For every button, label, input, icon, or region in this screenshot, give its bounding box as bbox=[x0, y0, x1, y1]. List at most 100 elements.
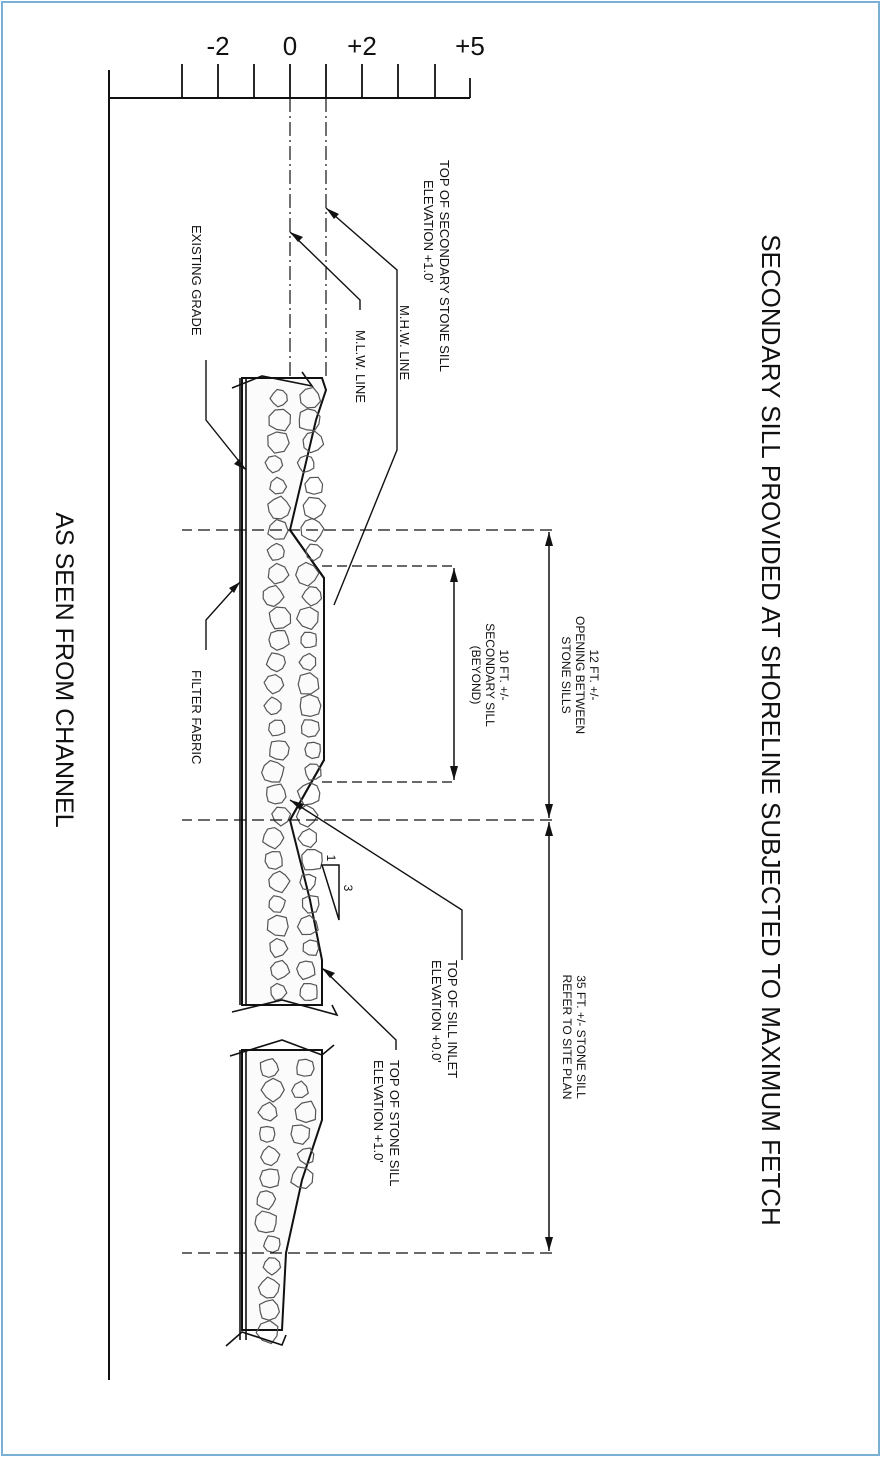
leader-arrow bbox=[326, 208, 339, 219]
leader-line bbox=[289, 231, 361, 310]
stone bbox=[291, 1080, 309, 1099]
stone bbox=[257, 1101, 278, 1122]
tick-label: +5 bbox=[455, 31, 485, 61]
stone bbox=[268, 408, 292, 432]
stone bbox=[258, 1299, 281, 1321]
stone bbox=[268, 719, 286, 737]
stone bbox=[300, 517, 325, 543]
stone bbox=[257, 1276, 281, 1299]
label-existing-grade: EXISTING GRADE bbox=[189, 225, 247, 471]
stone bbox=[263, 673, 285, 695]
label-text: ELEVATION +1.0' bbox=[421, 180, 436, 283]
dim-text: SECONDARY SILL bbox=[483, 623, 497, 727]
slope-h-label: 1 bbox=[324, 855, 338, 862]
tick-label: +2 bbox=[347, 31, 377, 61]
label-text: ELEVATION +0.0' bbox=[429, 960, 444, 1063]
label-secondary-sill-top: TOP OF SECONDARY STONE SILL ELEVATION +1… bbox=[325, 160, 452, 606]
leader-arrow bbox=[229, 582, 240, 593]
stone-sill-right bbox=[241, 1049, 323, 1331]
subtitle: AS SEEN FROM CHANNEL bbox=[50, 512, 78, 827]
stone bbox=[299, 693, 322, 718]
stone bbox=[269, 937, 289, 959]
tick-label: 0 bbox=[283, 31, 297, 61]
label-text: TOP OF STONE SILL bbox=[387, 1060, 402, 1186]
stone bbox=[296, 960, 316, 981]
stone bbox=[296, 1147, 315, 1165]
stone bbox=[262, 826, 285, 850]
stone bbox=[290, 1166, 314, 1190]
stone bbox=[305, 543, 324, 562]
stone bbox=[258, 1125, 276, 1143]
stone bbox=[265, 652, 287, 673]
stone bbox=[254, 1210, 278, 1234]
stone bbox=[267, 562, 290, 585]
break-mark bbox=[229, 1039, 335, 1057]
label-text: EXISTING GRADE bbox=[189, 225, 204, 336]
label-text: TOP OF SECONDARY STONE SILL bbox=[437, 160, 452, 372]
stone bbox=[267, 431, 290, 454]
stone bbox=[295, 561, 320, 587]
dim-text: 12 FT. +/- bbox=[587, 649, 601, 700]
label-text: FILTER FABRIC bbox=[189, 670, 204, 764]
stone bbox=[298, 408, 321, 432]
dimension-opening: 12 FT. +/- OPENING BETWEEN STONE SILLS bbox=[545, 532, 601, 818]
stone bbox=[304, 476, 324, 495]
stone bbox=[262, 584, 285, 608]
label-mhw: M.H.W. LINE bbox=[289, 231, 412, 380]
stone bbox=[260, 1077, 285, 1103]
stone bbox=[266, 542, 285, 561]
stone bbox=[299, 386, 322, 409]
leader-arrow bbox=[290, 800, 304, 810]
stone bbox=[304, 741, 321, 760]
stone bbox=[296, 454, 315, 474]
stone bbox=[269, 959, 291, 981]
slope-v-label: 3 bbox=[341, 885, 355, 892]
leader-line bbox=[321, 967, 397, 1050]
leader-arrow bbox=[290, 232, 303, 242]
stone bbox=[268, 870, 291, 894]
stone bbox=[271, 806, 292, 827]
dim-text: 35 FT. +/- STONE SILL bbox=[574, 975, 588, 1099]
stone bbox=[264, 850, 283, 870]
stone bbox=[300, 719, 320, 738]
stone bbox=[298, 652, 317, 672]
stone bbox=[259, 1168, 280, 1189]
stone bbox=[269, 740, 290, 761]
stone bbox=[301, 894, 320, 914]
stone bbox=[270, 982, 288, 1002]
dim-text: (BEYOND) bbox=[469, 646, 483, 705]
stone bbox=[295, 606, 319, 631]
slope-triangle bbox=[320, 864, 340, 921]
stone bbox=[296, 914, 319, 936]
stone bbox=[300, 631, 318, 649]
dimension-stone-sill: 35 FT. +/- STONE SILL REFER TO SITE PLAN bbox=[545, 822, 588, 1251]
leader-arrow bbox=[322, 968, 335, 978]
stone bbox=[302, 496, 327, 521]
stone bbox=[296, 1058, 315, 1077]
stone bbox=[268, 895, 286, 913]
stone bbox=[262, 1235, 281, 1253]
label-text: M.L.W. LINE bbox=[353, 330, 368, 403]
leader-line bbox=[325, 207, 398, 606]
title: SECONDARY SILL PROVIDED AT SHORELINE SUB… bbox=[756, 234, 786, 1226]
stone bbox=[255, 1319, 279, 1345]
dim-text: STONE SILLS bbox=[559, 636, 573, 713]
stone bbox=[263, 696, 282, 716]
stone bbox=[267, 518, 289, 540]
stone bbox=[295, 804, 319, 828]
label-text: M.H.W. LINE bbox=[397, 305, 412, 380]
stone bbox=[296, 782, 321, 806]
stone bbox=[268, 606, 292, 630]
rotated-drawing: SECONDARY SILL PROVIDED AT SHORELINE SUB… bbox=[50, 31, 786, 1380]
break-mark bbox=[225, 1331, 287, 1347]
label-filter-fabric: FILTER FABRIC bbox=[189, 581, 241, 764]
dim-text: 10 FT. +/- bbox=[497, 649, 511, 700]
leader-arrow bbox=[234, 459, 246, 470]
elevation-scale: +5 +2 0 -2 bbox=[108, 31, 485, 1380]
stone bbox=[290, 1124, 311, 1145]
slope-indicator: 1 3 bbox=[320, 855, 355, 921]
break-mark bbox=[231, 999, 339, 1017]
stone bbox=[294, 1100, 317, 1124]
break-mark bbox=[231, 371, 314, 389]
